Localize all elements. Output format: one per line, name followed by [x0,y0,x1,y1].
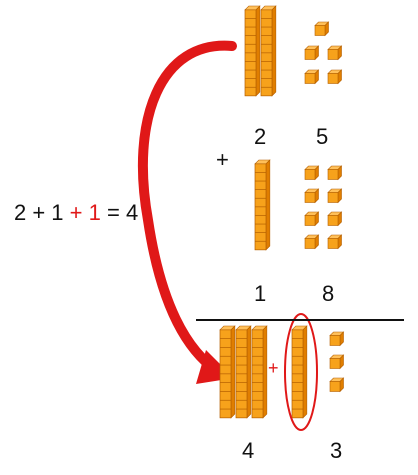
ten-rod [244,5,261,97]
ten-rod [219,325,236,419]
unit-cube [304,188,320,204]
unit-cube [329,331,345,347]
equation-result: = 4 [107,200,138,225]
unit-cube [327,234,343,250]
regroup-circle [284,313,318,431]
unit-cube [329,354,345,370]
unit-cube [304,69,320,85]
unit-cube [327,188,343,204]
ten-rod [254,159,271,251]
regroup-plus: + [268,358,279,378]
second-tens-digit: 1 [254,281,266,306]
equation-part1: 2 + 1 [14,200,64,225]
unit-cube [304,45,320,61]
ten-rod [251,325,268,419]
top-ones-digit: 5 [316,124,328,149]
result-tens-rods [219,325,268,419]
unit-cube [327,165,343,181]
regrouped-ten-rod [291,325,308,419]
unit-cube [304,165,320,181]
ten-rod [260,5,277,97]
unit-cube [327,45,343,61]
regrouped-ten-rod [291,325,308,419]
second-number-tens-rods [254,159,271,251]
unit-cube [304,234,320,250]
second-number-ones-cubes [304,165,343,250]
top-number-ones-cubes [304,21,343,85]
unit-cube [327,69,343,85]
unit-cube [329,377,345,393]
top-number-tens-rods [244,5,277,97]
tens-equation: 2 + 1 + 1 = 4 [14,200,138,225]
result-ones-cubes [329,331,345,393]
second-ones-digit: 8 [322,281,334,306]
top-tens-digit: 2 [254,124,266,149]
unit-cube [327,211,343,227]
regroup-arrow [137,40,237,379]
unit-cube [304,211,320,227]
ten-rod [235,325,252,419]
plus-sign: + [216,147,229,172]
result-tens-digit: 4 [242,438,254,463]
equation-regroup-term: + 1 [70,200,101,225]
unit-cube [314,21,330,37]
result-ones-digit: 3 [330,438,342,463]
